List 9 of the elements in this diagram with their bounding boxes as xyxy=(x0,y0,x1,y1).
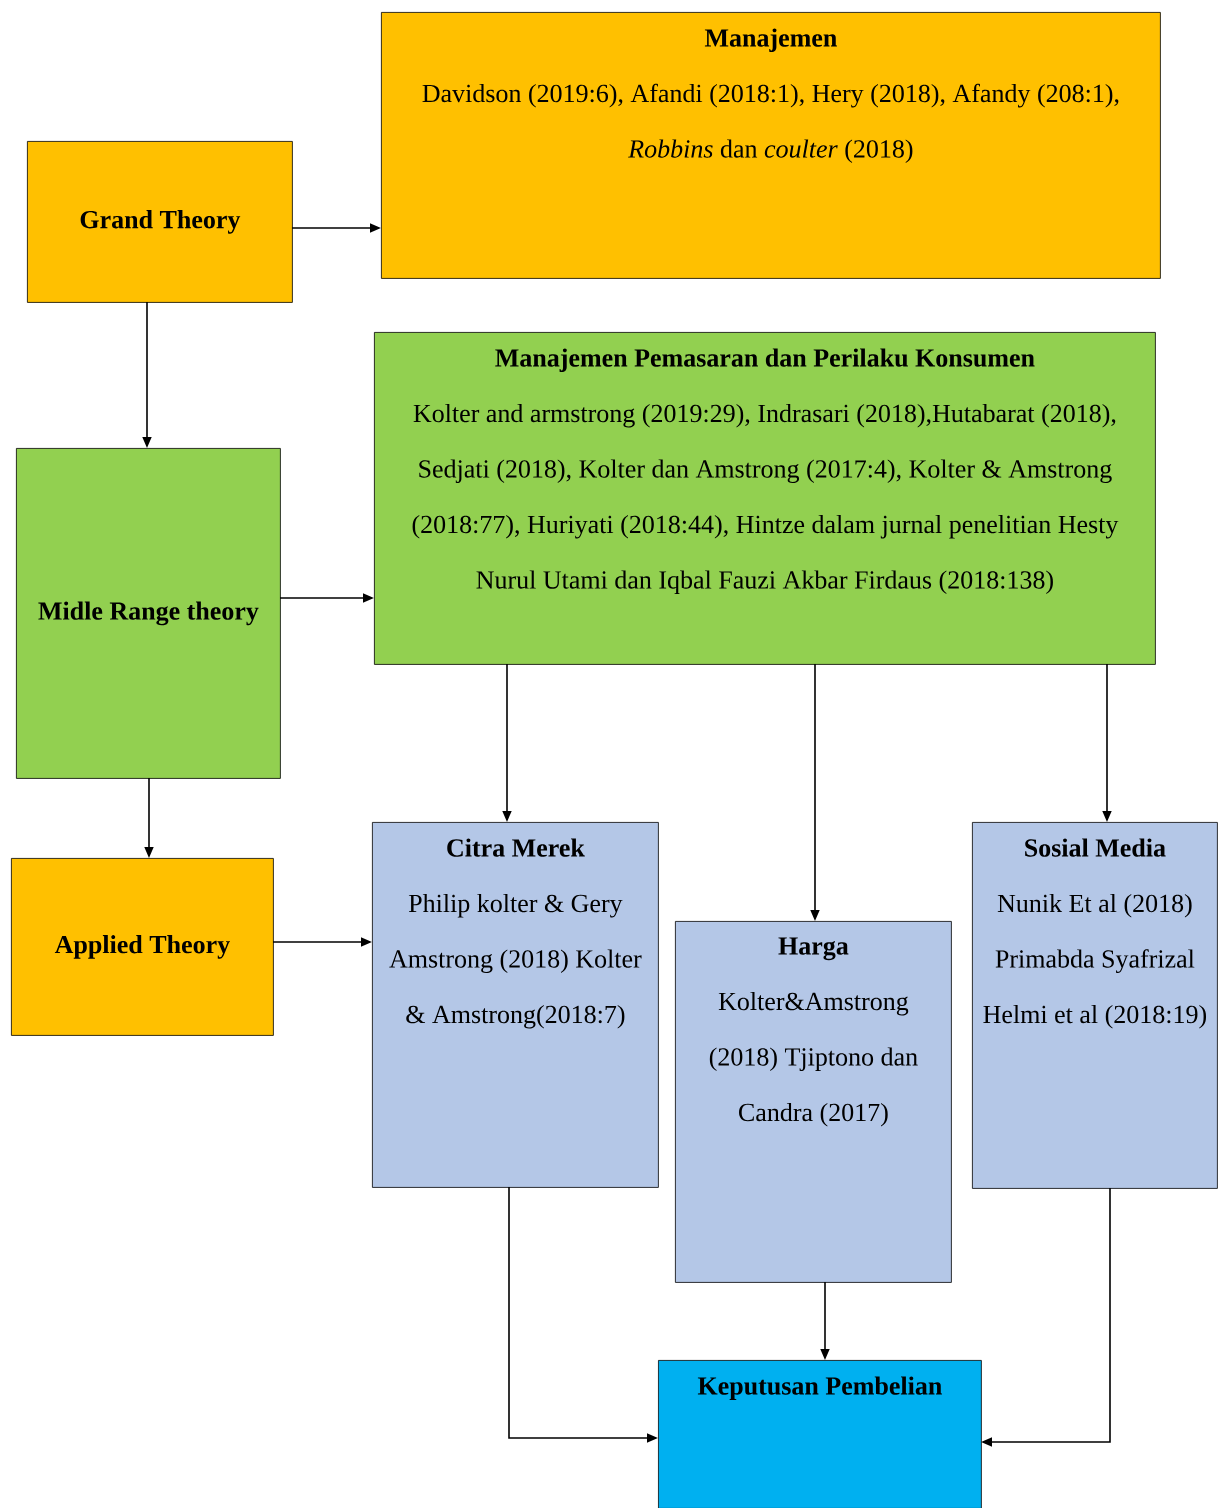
concept-box: Manajemen Davidson (2019:6), Afandi (2018:1), Hery (2018), Afandy (208:1), Robbins dan coulter (2018) xyxy=(381,12,1161,279)
concept-box: Manajemen Pemasaran dan Perilaku Konsumen Kolter and armstrong (2019:29), Indrasari (2018),Hutabarat (2018), Sedjati (2018), Kolter dan Amstrong (2017:4), Kolter & Amstrong (2018:77), Huriyati (2018:44), Hintze dalam jurnal penelitian Hesty Nurul Utami dan Iqbal Fauzi Akbar Firdaus (2018:138) xyxy=(374,332,1156,665)
theory-box: Grand Theory xyxy=(27,141,293,303)
variable-box: Sosial Media Nunik Et al (2018) Primabda Syafrizal Helmi et al (2018:19) xyxy=(972,822,1218,1189)
result-box: Keputusan Pembelian xyxy=(658,1360,982,1508)
variable-box: Citra Merek Philip kolter & Gery Amstrong (2018) Kolter & Amstrong(2018:7) xyxy=(372,822,659,1188)
variable-box: Harga Kolter&Amstrong (2018) Tjiptono dan Candra (2017) xyxy=(675,921,952,1283)
theory-box: Applied Theory xyxy=(11,858,274,1036)
theory-box: Midle Range theory xyxy=(16,448,281,779)
